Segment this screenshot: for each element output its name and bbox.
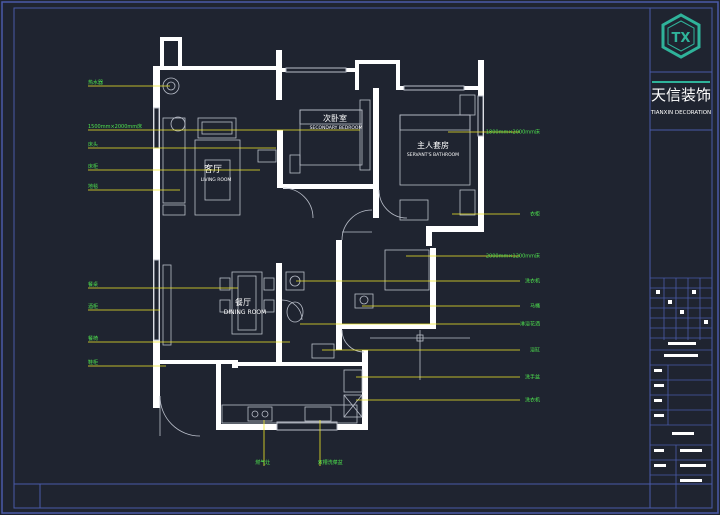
annotation-right-8: 洗衣机 — [525, 397, 540, 404]
master-bedroom-label-en: SERVANT'S BATHROOM — [407, 152, 459, 158]
doors — [159, 187, 408, 437]
annotation-left-1: 1500mm×2000mm床 — [88, 123, 142, 130]
title-block: TX 天信装饰 TIANXIN DECORATION — [649, 8, 712, 508]
annotation-left-3: 床柜 — [88, 163, 98, 170]
title-block-table — [650, 277, 712, 508]
annotation-right-3: 洗衣机 — [525, 278, 540, 285]
annotation-right-7: 洗手盆 — [525, 374, 540, 381]
living-room-label-cn: 客厅 — [204, 163, 222, 175]
annotation-right-0: 1800mm×2000mm床 — [486, 129, 540, 136]
logo-glyph: TX — [672, 31, 691, 46]
master-bedroom-label-cn: 主人套房 — [417, 140, 449, 150]
annotation-left-5: 餐桌 — [88, 281, 98, 288]
annotation-right-1: 衣柜 — [530, 211, 540, 218]
furniture — [162, 77, 476, 424]
annotation-left-7: 餐椅 — [88, 335, 98, 342]
annotation-left-4: 地毯 — [88, 183, 98, 190]
annotation-left-8: 鞋柜 — [88, 359, 98, 366]
secondary-bedroom-label-en: SECONDARY BEDROOM — [310, 125, 363, 131]
room-labels: 客厅 LIVING ROOM 次卧室 SECONDARY BEDROOM 主人套… — [201, 113, 459, 316]
company-name-cn: 天信装饰 — [651, 86, 711, 104]
annotation-bottom-1: 双槽洗菜盆 — [318, 459, 343, 466]
annotation-leaders — [88, 85, 520, 466]
living-room-label-en: LIVING ROOM — [201, 177, 232, 183]
company-name-en: TIANXIN DECORATION — [650, 110, 711, 116]
annotation-left-6: 酒柜 — [88, 303, 98, 310]
annotation-bottom-0: 燃气灶 — [255, 459, 270, 466]
inner-frame — [13, 7, 713, 509]
walls — [153, 37, 484, 430]
dining-room-label-en: DINING ROOM — [224, 309, 266, 316]
annotation-right-6: 浴缸 — [530, 347, 540, 354]
secondary-bedroom-label-cn: 次卧室 — [323, 113, 347, 123]
dining-room-label-cn: 餐厅 — [235, 298, 251, 307]
annotation-right-5: 淋浴花洒 — [520, 321, 540, 328]
annotation-left-0: 热水器 — [88, 79, 103, 86]
windows — [153, 67, 484, 431]
title-block-fills — [654, 290, 708, 482]
annotation-right-4: 马桶 — [530, 303, 540, 310]
annotation-right-2: 2000mm×1200mm床 — [486, 253, 540, 260]
annotation-left-2: 床头 — [88, 141, 98, 148]
company-logo: TX — [661, 13, 701, 59]
